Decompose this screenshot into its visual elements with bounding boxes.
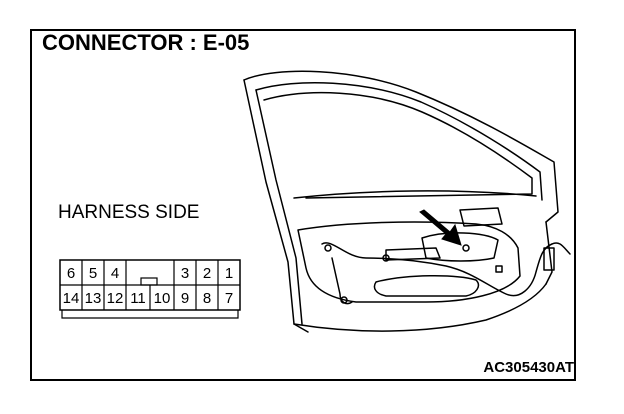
pin-13: 13	[85, 290, 102, 307]
pin-7: 7	[225, 290, 233, 307]
wire-harness	[321, 242, 553, 297]
pin-9: 9	[181, 290, 189, 307]
handle-recess	[421, 232, 499, 262]
pin-2: 2	[203, 265, 211, 282]
pin-4: 4	[111, 265, 119, 282]
bottom-row-dividers	[81, 285, 219, 310]
pin-10: 10	[154, 290, 171, 307]
speaker-recess	[385, 247, 441, 261]
wire-branch	[331, 257, 353, 305]
window-frame-inner	[255, 82, 543, 201]
door-rear-edge	[545, 221, 553, 285]
inner-handle	[459, 207, 503, 227]
pin-3: 3	[181, 265, 189, 282]
door-shell-inner	[255, 89, 303, 325]
pin-14: 14	[63, 290, 80, 307]
pin-11: 11	[130, 290, 146, 307]
door-shell	[243, 79, 309, 333]
harness-side-label: HARNESS SIDE	[58, 202, 200, 223]
window-glass-edge	[263, 91, 533, 199]
harness-clip-1	[324, 244, 332, 252]
trim-panel-body	[297, 221, 521, 303]
trim-panel-top	[293, 190, 537, 199]
door-edge-connector	[543, 247, 555, 271]
harness-clip-5	[340, 296, 348, 304]
connector-pin-diagram: 6 5 4 3 2 1 14 13 12 11 10 9 8 7	[59, 259, 241, 319]
harness-clip-2	[382, 254, 390, 262]
pin-8: 8	[203, 290, 211, 307]
diagram-frame	[30, 29, 576, 381]
pin-1: 1	[225, 265, 233, 282]
connector-latch	[140, 277, 158, 286]
wire-connector-tail	[551, 242, 571, 255]
connector-body	[59, 259, 241, 311]
door-illustration	[243, 70, 571, 333]
top-row-dividers	[81, 260, 219, 285]
harness-clip-3	[462, 244, 470, 252]
pin-12: 12	[107, 290, 124, 307]
door-bottom	[293, 283, 547, 332]
window-frame-outer	[243, 70, 559, 223]
harness-clip-4	[495, 265, 503, 273]
connector-skirt	[61, 310, 239, 319]
door-pocket	[373, 274, 480, 297]
connector-title: CONNECTOR : E-05	[42, 30, 250, 55]
figure-code: AC305430AT	[483, 359, 574, 376]
pin-5: 5	[89, 265, 97, 282]
pin-6: 6	[67, 265, 75, 282]
pointer-arrow	[419, 209, 462, 246]
